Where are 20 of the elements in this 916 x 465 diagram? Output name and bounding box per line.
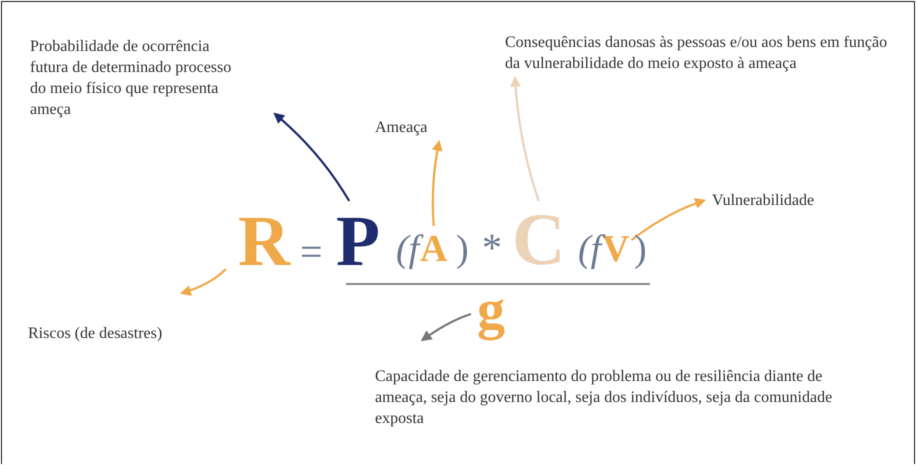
formula-operator: = [300, 232, 323, 272]
arrow [273, 112, 350, 202]
arrow [420, 312, 472, 342]
formula-symbol: P [336, 205, 380, 277]
formula-operator: ) [634, 230, 647, 268]
arrow [630, 198, 706, 241]
arrow [510, 76, 540, 202]
formula-operator: * [482, 228, 502, 268]
annotation-text: Vulnerabilidade [712, 190, 872, 211]
annotation-text: Probabilidade de ocorrência futura de determinado processo do meio físico que representa ameça [30, 36, 245, 120]
annotation-text: Riscos (de desastres) [28, 323, 248, 344]
formula-symbol: R [238, 205, 290, 277]
annotation-text: Capacidade de gerenciamento do problema ou de resiliência diante de ameaça, seja do governo local, seja dos indivíduos, seja da comunidade exposta [375, 366, 850, 429]
annotation-text: Consequências danosas às pessoas e/ou aos bens em função da vulnerabilidade do meio exposto à ameaça [505, 32, 890, 74]
arrow [432, 140, 443, 226]
formula-symbol: g [477, 282, 505, 338]
annotation-text: Ameaça [375, 117, 455, 138]
formula-operator: ) [456, 230, 469, 268]
arrow [180, 268, 227, 296]
formula-symbol: C [512, 203, 566, 277]
